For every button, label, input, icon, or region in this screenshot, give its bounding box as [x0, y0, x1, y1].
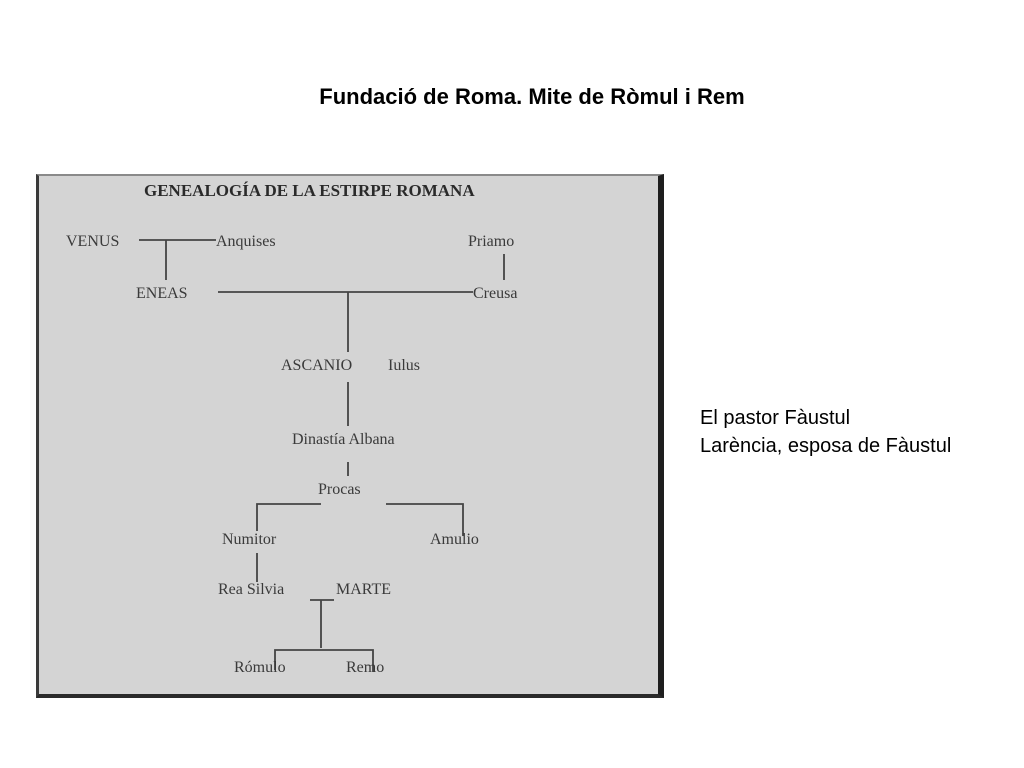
node-anquises: Anquises [216, 233, 276, 250]
genealogy-diagram: GENEALOGÍA DE LA ESTIRPE ROMANA VENUS An… [36, 174, 664, 698]
node-creusa: Creusa [473, 285, 517, 302]
note-pastor: El pastor Fàustul [700, 407, 851, 429]
node-eneas: ENEAS [136, 285, 188, 302]
node-procas: Procas [318, 481, 361, 498]
node-numitor: Numitor [222, 531, 277, 548]
node-venus: VENUS [66, 233, 119, 250]
node-rea-silvia: Rea Silvia [218, 581, 284, 598]
romulo-remo-line [274, 649, 374, 672]
genealogy-tree: GENEALOGÍA DE LA ESTIRPE ROMANA VENUS An… [66, 181, 517, 676]
node-iulus: Iulus [388, 357, 420, 374]
procas-amulio-line [386, 503, 464, 536]
node-priamo: Priamo [468, 233, 514, 250]
tree-connectors [139, 239, 505, 672]
node-amulio: Amulio [430, 531, 479, 548]
note-larencia: Larència, esposa de Fàustul [700, 435, 952, 457]
node-dinastia-albana: Dinastía Albana [292, 431, 395, 448]
procas-numitor-line [256, 503, 321, 531]
node-marte: MARTE [336, 581, 391, 598]
diagram-heading: GENEALOGÍA DE LA ESTIRPE ROMANA [144, 181, 475, 200]
node-ascanio: ASCANIO [281, 357, 352, 374]
slide-title: Fundació de Roma. Mite de Ròmul i Rem [319, 84, 745, 109]
side-notes: El pastor Fàustul Larència, esposa de Fà… [700, 404, 951, 460]
node-remo: Remo [346, 659, 384, 676]
node-romulo: Rómulo [234, 659, 286, 676]
